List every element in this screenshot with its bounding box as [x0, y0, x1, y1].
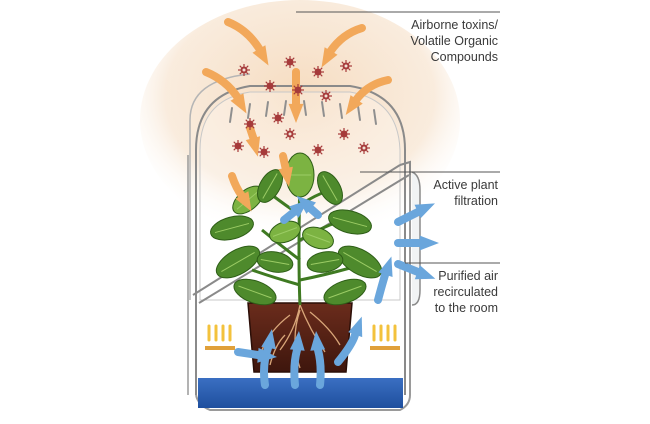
water-reservoir: [198, 378, 403, 408]
outflow-arrow-icon-head: [348, 316, 363, 338]
vent-slit: [321, 101, 325, 117]
vent-slit: [373, 109, 377, 125]
outflow-arrow-icon-head: [419, 235, 439, 251]
vent-slits: [229, 100, 377, 125]
toxin-particle-icon: [244, 118, 256, 130]
outflow-arrow-icon: [374, 271, 389, 304]
outflow-arrow-icon: [314, 346, 325, 389]
purified-air-label: Purified air recirculated to the room: [433, 268, 498, 316]
inflow-arrow-icon-head: [321, 47, 338, 68]
toxin-particle-icon: [258, 146, 270, 158]
inflow-arrows: [202, 18, 392, 212]
outflow-arrow-icon: [394, 260, 422, 276]
outflow-arrow-icon: [290, 346, 301, 389]
outflow-arrow-icon-head: [296, 195, 316, 214]
heater-left: [205, 324, 235, 350]
outflow-arrow-icon: [260, 344, 272, 389]
leaf-vein: [260, 259, 290, 265]
outflow-arrow-icon-head: [414, 203, 435, 219]
toxin-particle-icon: [284, 128, 296, 140]
toxin-particle-icon: [312, 66, 324, 78]
inflow-arrow-icon: [279, 152, 290, 174]
purified-label-line1: Purified air: [438, 269, 498, 283]
outflow-arrow-icon-head: [257, 347, 277, 363]
toxins-label-line1: Airborne toxins/: [411, 18, 498, 32]
leaf-vein: [332, 216, 368, 228]
vent-slit: [283, 100, 287, 116]
leaf-vein: [238, 285, 272, 299]
outflow-arrow-icon-head: [289, 331, 305, 351]
purified-label-line2: recirculated: [433, 285, 498, 299]
toxin-particle-icon: [338, 128, 350, 140]
vent-slit: [265, 101, 269, 117]
outflow-arrow-icon: [234, 348, 262, 359]
leaf-vein: [262, 173, 278, 199]
toxin-particle-icon: [272, 112, 284, 124]
toxin-cloud-glow: [140, 0, 460, 240]
inflow-arrow-icon-head: [245, 136, 261, 157]
inflow-arrow-icon: [326, 24, 366, 56]
plant-label-line2: filtration: [454, 194, 498, 208]
purified-label-line3: to the room: [434, 301, 498, 315]
plant-filtration-label: Active plant filtration: [433, 177, 498, 209]
heater-right: [370, 324, 400, 350]
inflow-arrow-icon-head: [278, 166, 293, 187]
plant-icon: [210, 152, 383, 306]
outflow-arrow-icon-head: [378, 256, 393, 278]
toxins-label-line2: Volatile Organic: [410, 34, 498, 48]
leaf-vein: [328, 285, 362, 299]
inflow-arrow-icon: [246, 124, 258, 144]
leaf-vein: [221, 251, 255, 273]
toxin-particle-icon: [358, 142, 370, 154]
outflow-arrow-icon: [334, 331, 359, 366]
inflow-arrow-icon: [224, 18, 264, 54]
leaf-vein: [214, 222, 250, 234]
toxin-particle-icon: [340, 60, 352, 72]
toxin-particle-icon: [292, 84, 304, 96]
outflow-arrow-icon-head: [261, 329, 276, 350]
inflow-arrow-icon-head: [230, 93, 247, 114]
toxin-particle-icon: [264, 80, 276, 92]
plant-stem: [299, 266, 351, 282]
outflow-arrow-icon: [306, 204, 322, 219]
vent-slit: [247, 103, 251, 119]
inflow-arrow-icon: [352, 76, 392, 104]
side-panel: [411, 171, 421, 306]
vent-slit: [303, 100, 307, 116]
inflow-arrow-icon: [228, 172, 246, 200]
outflow-arrow-icon: [394, 208, 422, 226]
outflow-arrows: [234, 195, 439, 389]
plant-stem: [261, 228, 301, 262]
vent-slit: [339, 103, 343, 119]
outflow-arrow-icon-head: [310, 331, 326, 351]
vent-slit: [229, 107, 233, 123]
inflow-arrow-icon-head: [288, 103, 304, 123]
inflow-arrow-icon-head: [235, 191, 252, 212]
leaf-vein: [310, 259, 340, 265]
outflow-arrow-icon-head: [414, 265, 436, 280]
leaf-vein: [343, 251, 377, 273]
leaf-vein: [305, 233, 331, 243]
toxins-label: Airborne toxins/ Volatile Organic Compou…: [410, 17, 498, 65]
plant-label-line1: Active plant: [433, 178, 498, 192]
toxin-particle-icon: [238, 64, 250, 76]
toxin-particle-icon: [312, 144, 324, 156]
toxin-particle-icon: [232, 140, 244, 152]
inflow-arrow-icon: [202, 68, 242, 102]
vent-slit: [357, 105, 361, 121]
leaf-vein: [272, 227, 298, 237]
inflow-arrow-icon-head: [252, 45, 269, 66]
toxin-particle-icon: [284, 56, 296, 68]
toxins-label-line3: Compounds: [430, 50, 498, 64]
outflow-arrow-icon: [280, 208, 298, 224]
toxin-particle-icon: [320, 90, 332, 102]
plant-stem: [251, 268, 301, 287]
inflow-arrow-icon-head: [345, 95, 363, 116]
leaf-vein: [322, 175, 338, 201]
toxin-particles: [232, 56, 370, 158]
